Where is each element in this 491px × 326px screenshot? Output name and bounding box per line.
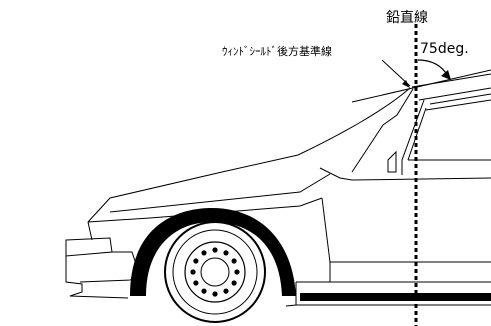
windshield-reference-line (351, 69, 491, 103)
hood-crease (109, 167, 353, 213)
mirror (387, 150, 397, 173)
bumper-lower (65, 256, 129, 299)
angle-arc-arrow (417, 59, 451, 80)
lug-nut (231, 258, 237, 264)
lug-nut (201, 250, 207, 256)
angle-label: 75deg. (420, 41, 469, 57)
lug-nut (212, 247, 218, 253)
lug-nut (193, 280, 199, 286)
lug-nut (190, 269, 196, 275)
vertical-line-label: 鉛直線 (386, 9, 428, 26)
windshield-reference-label: ｳｨﾝﾄﾞｼｰﾙﾄﾞ後方基準線 (222, 44, 332, 58)
window-frame (401, 99, 491, 175)
lug-nut (231, 280, 237, 286)
car-body (65, 73, 491, 307)
windshield-edge (297, 87, 411, 156)
lug-nut (223, 288, 229, 294)
lug-nut (193, 258, 199, 264)
hub (200, 257, 230, 287)
front-wheel (164, 221, 266, 323)
lug-nut (212, 291, 218, 297)
door-line (321, 197, 491, 282)
tire-inner-shadow (172, 229, 258, 315)
window-inner (425, 93, 491, 111)
leader-arrow (381, 59, 411, 88)
lug-nut (223, 250, 229, 256)
body-side-upper (351, 177, 491, 181)
a-pillar (351, 88, 414, 173)
lug-nut (201, 288, 207, 294)
lug-nut (234, 269, 240, 275)
lug-nuts (190, 247, 240, 297)
rocker-strip (300, 293, 491, 301)
roof-inner-line (418, 87, 491, 101)
front-bumper (65, 237, 113, 257)
wheel-arch (130, 208, 296, 296)
hood-top (87, 154, 299, 223)
fender-rear-edge (285, 282, 297, 307)
